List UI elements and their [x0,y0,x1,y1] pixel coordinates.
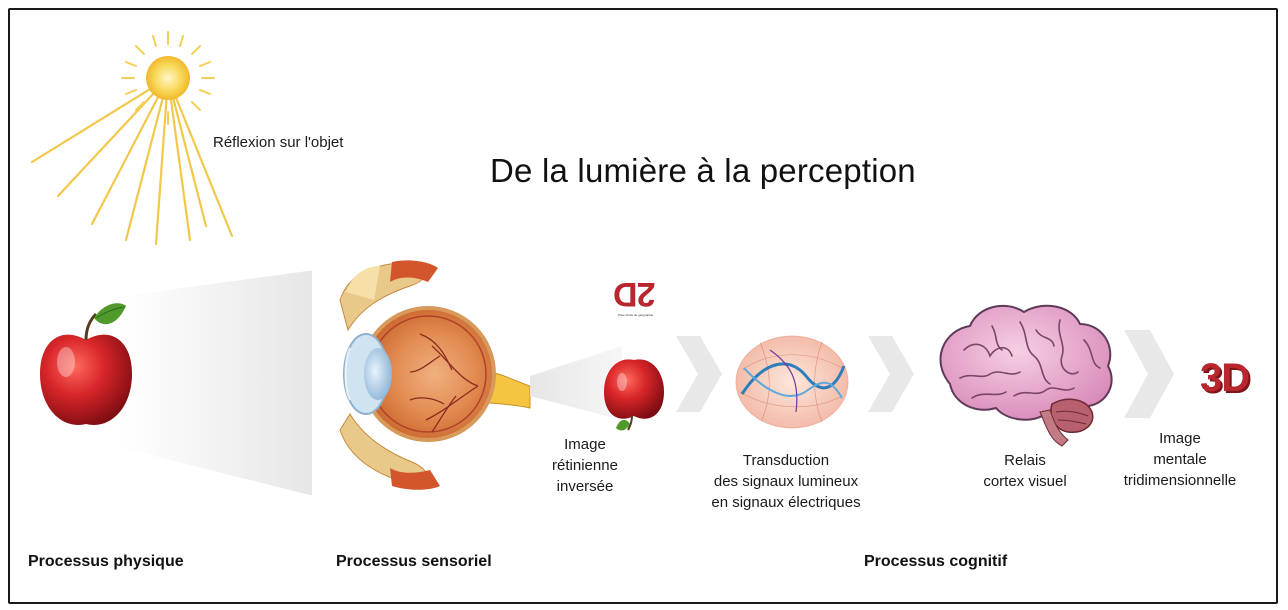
light-beam [122,268,330,500]
apple-icon [40,303,132,425]
transduction-label: Transduction des signaux lumineux en sig… [711,452,861,511]
mental-image-label: Image mentale tridimensionnelle [1123,430,1237,489]
page-title: De la lumière à la perception [490,152,916,189]
chevron-icon [1124,330,1174,418]
badge-3d: 3D [1200,356,1250,400]
reflexion-label: Réflexion sur l'objet [213,134,344,151]
process-physical: Processus physique [28,553,184,570]
neural-signal-icon [735,335,849,429]
brain-icon [939,304,1113,447]
relay-label: Relais cortex visuel [983,452,1067,490]
badge-2d: 2D [614,275,656,313]
retinal-beam [530,346,622,420]
process-cognitive: Processus cognitif [864,553,1008,570]
badge-2d-caption: Prise droite de géographie [618,313,654,317]
eye-icon [312,256,531,510]
retinal-image-label: Image rétinienne inversée [552,436,618,495]
small-apple-icon [604,359,664,431]
process-sensory: Processus sensoriel [336,553,492,570]
sun-icon [30,31,234,246]
chevron-icon [868,336,914,412]
chevron-icon [676,336,722,412]
